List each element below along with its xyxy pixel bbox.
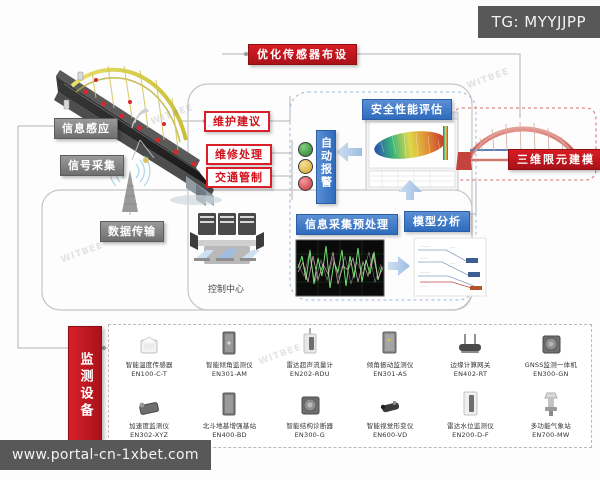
- equipment-row-2: 加速度监测仪 EN302-XYZ 北斗地基增强基站 EN400-BD 智能结构诊…: [109, 386, 591, 447]
- tg-badge: TG: MYYJJPP: [477, 6, 600, 38]
- label-control-center: 控制中心: [208, 285, 245, 295]
- label-data-acquisition-preprocessing: 信息采集预处理: [296, 214, 398, 235]
- equipment-item[interactable]: 加速度监测仪 EN302-XYZ: [109, 386, 189, 447]
- label-3d-finite-element-modeling: 三维限元建模: [508, 149, 600, 170]
- equipment-item[interactable]: 雷达超声流量计 EN202-RDU: [270, 325, 350, 386]
- alarm-light-yellow: [298, 159, 313, 174]
- equipment-name: 智能倾角监测仪: [206, 361, 253, 369]
- equipment-item[interactable]: 边缘计算网关 EN402-RT: [430, 325, 510, 386]
- equipment-name: 加速度监测仪: [129, 422, 170, 430]
- gnss-receiver-icon: [538, 327, 564, 357]
- label-safety-performance-assessment: 安全性能评估: [362, 99, 452, 120]
- alarm-light-green: [298, 142, 313, 157]
- temperature-sensor-icon: [136, 327, 162, 357]
- accelerometer-icon: [134, 388, 164, 418]
- equipment-model: EN200-D-F: [452, 431, 489, 439]
- label-traffic-control: 交通管制: [206, 167, 272, 188]
- equipment-panel: 智能温度传感器 EN100-C-T 智能倾角监测仪 EN301-AM 雷达超声流…: [108, 324, 592, 448]
- equipment-model: EN302-XYZ: [130, 431, 169, 439]
- section-label-monitoring-equipment: 监测设备: [68, 326, 102, 446]
- equipment-item[interactable]: 智能温度传感器 EN100-C-T: [109, 325, 189, 386]
- inclination-monitor-icon: [216, 327, 242, 357]
- vision-deformation-camera-icon: [375, 388, 405, 418]
- equipment-name: 多功能气象站: [530, 422, 571, 430]
- svg-text:——: ——: [450, 246, 456, 249]
- label-model-analysis: 模型分析: [404, 211, 470, 232]
- equipment-model: EN100-C-T: [131, 370, 168, 378]
- equipment-item[interactable]: 多功能气象站 EN700-MW: [511, 386, 591, 447]
- edge-gateway-icon: [455, 327, 485, 357]
- radar-water-level-icon: [458, 388, 482, 418]
- equipment-model: EN300-GN: [533, 370, 569, 378]
- equipment-model: EN301-AM: [211, 370, 248, 378]
- equipment-name: GNSS监测一体机: [524, 361, 578, 369]
- equipment-model: EN402-RT: [453, 370, 488, 378]
- weather-station-icon: [538, 388, 564, 418]
- structure-diagnostic-icon: [297, 388, 323, 418]
- equipment-item[interactable]: 智能视觉形变仪 EN600-VD: [350, 386, 430, 447]
- svg-text:————: ————: [420, 245, 431, 248]
- equipment-item[interactable]: 智能倾角监测仪 EN301-AM: [189, 325, 269, 386]
- equipment-row-1: 智能温度传感器 EN100-C-T 智能倾角监测仪 EN301-AM 雷达超声流…: [109, 325, 591, 386]
- equipment-model: EN301-AS: [373, 370, 408, 378]
- radar-flowmeter-icon: [297, 327, 323, 357]
- equipment-name: 智能视觉形变仪: [366, 422, 414, 430]
- equipment-model: EN300-G: [294, 431, 326, 439]
- svg-text:————: ————: [420, 271, 431, 274]
- equipment-name: 雷达水位监测仪: [447, 422, 494, 430]
- equipment-name: 边缘计算网关: [450, 361, 491, 369]
- equipment-name: 智能温度传感器: [125, 361, 173, 369]
- equipment-name: 雷达超声流量计: [286, 361, 334, 369]
- svg-text:——: ——: [450, 262, 456, 265]
- equipment-item[interactable]: GNSS监测一体机 EN300-GN: [511, 325, 591, 386]
- svg-text:———: ———: [420, 285, 428, 288]
- watermark-url: www.portal-cn-1xbet.com: [0, 440, 211, 470]
- equipment-model: EN700-MW: [532, 431, 570, 439]
- label-data-transmission: 数据传输: [100, 221, 164, 242]
- label-information-sensing: 信息感应: [54, 118, 118, 139]
- equipment-name: 倾角振动监测仪: [366, 361, 414, 369]
- label-signal-acquisition: 信号采集: [60, 155, 124, 176]
- vibration-monitor-icon: [377, 327, 403, 357]
- label-maintenance-advice: 维护建议: [204, 111, 270, 132]
- equipment-name: 智能结构诊断器: [286, 422, 334, 430]
- label-repair-handling: 维修处理: [206, 144, 272, 165]
- svg-text:———: ———: [420, 257, 428, 260]
- label-automatic-alarm: 自动报警: [316, 130, 336, 204]
- equipment-model: EN600-VD: [372, 431, 408, 439]
- equipment-item[interactable]: 智能结构诊断器 EN300-G: [270, 386, 350, 447]
- top-banner-optimize-sensor-layout: 优化传感器布设: [248, 44, 357, 65]
- equipment-item[interactable]: 雷达水位监测仪 EN200-D-F: [430, 386, 510, 447]
- equipment-item[interactable]: 北斗地基增强基站 EN400-BD: [189, 386, 269, 447]
- equipment-model: EN400-BD: [212, 431, 247, 439]
- alarm-light-red: [298, 176, 313, 191]
- equipment-item[interactable]: 倾角振动监测仪 EN301-AS: [350, 325, 430, 386]
- equipment-name: 北斗地基增强基站: [202, 422, 257, 430]
- equipment-model: EN202-RDU: [289, 370, 330, 378]
- beidou-base-station-icon: [217, 388, 241, 418]
